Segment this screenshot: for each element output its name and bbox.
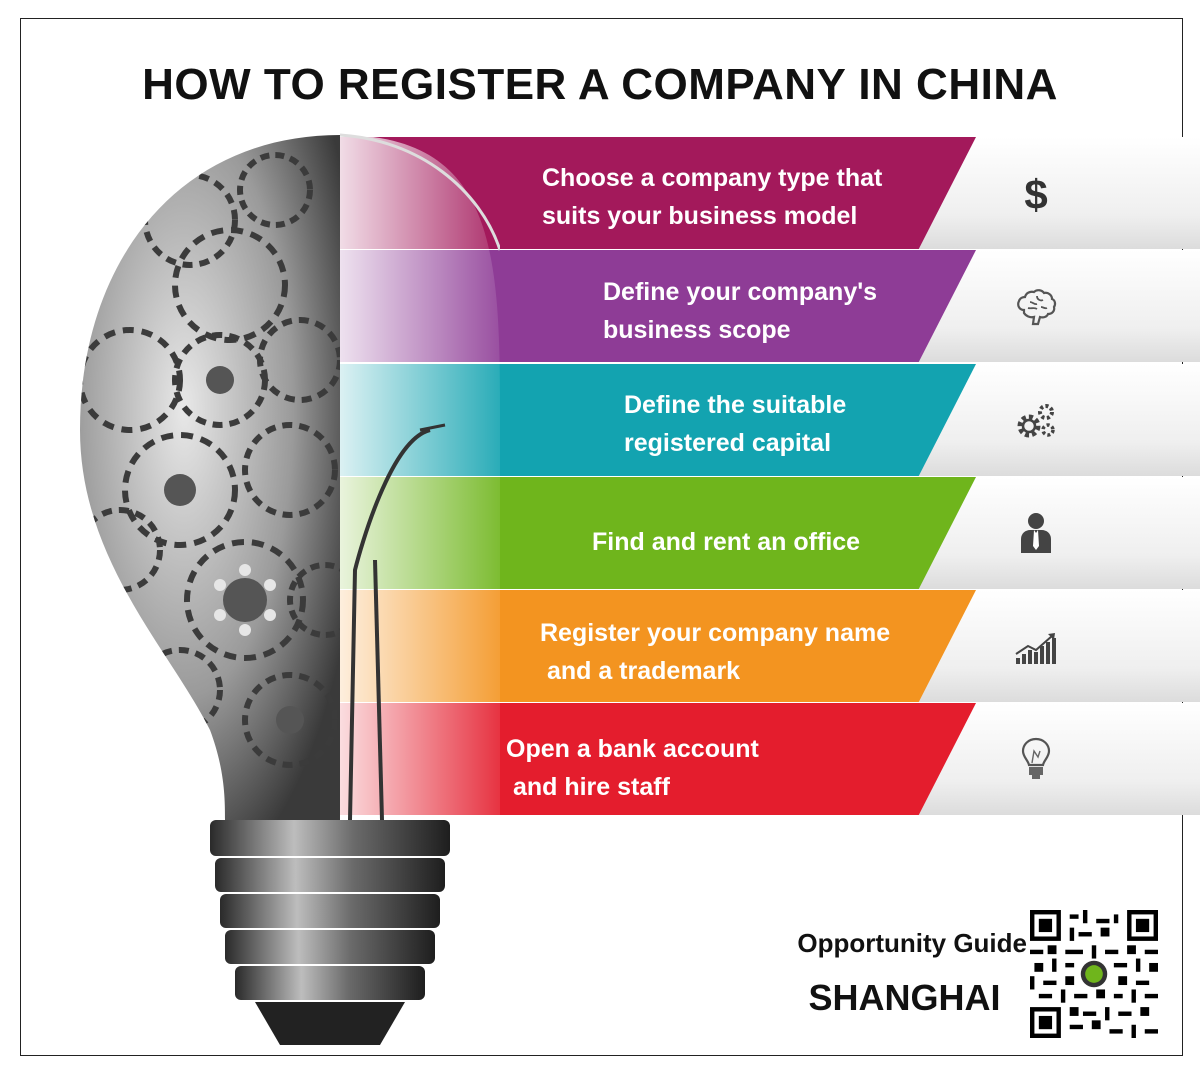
brand-guide: Opportunity Guide: [797, 928, 1027, 958]
dollar-icon: $: [1024, 171, 1047, 218]
step-5-text: Register your company name and a tradema…: [540, 619, 891, 685]
step-6-text: Open a bank account and hire staff: [506, 735, 759, 801]
lightbulb-illustration: [80, 133, 500, 1045]
brand-block: Opportunity Guide SHANGHAI: [762, 928, 1027, 1019]
brain-icon: [1017, 289, 1057, 326]
lightbulb-icon: [1021, 737, 1051, 779]
step-1-text: Choose a company type that suits your bu…: [542, 164, 883, 230]
qr-code-icon[interactable]: [1030, 910, 1158, 1038]
page-title: HOW TO REGISTER A COMPANY IN CHINA: [142, 60, 1058, 109]
gears-icon: [1017, 404, 1055, 438]
step-3-text: Define the suitable registered capital: [624, 391, 847, 457]
businessman-icon: [1021, 513, 1051, 553]
brand-city: SHANGHAI: [808, 977, 1001, 1018]
step-4-text: Find and rent an office: [592, 528, 861, 556]
growth-chart-icon: [1015, 633, 1056, 664]
svg-text:$: $: [1024, 171, 1047, 218]
step-2-text: Define your company's business scope: [603, 278, 878, 344]
